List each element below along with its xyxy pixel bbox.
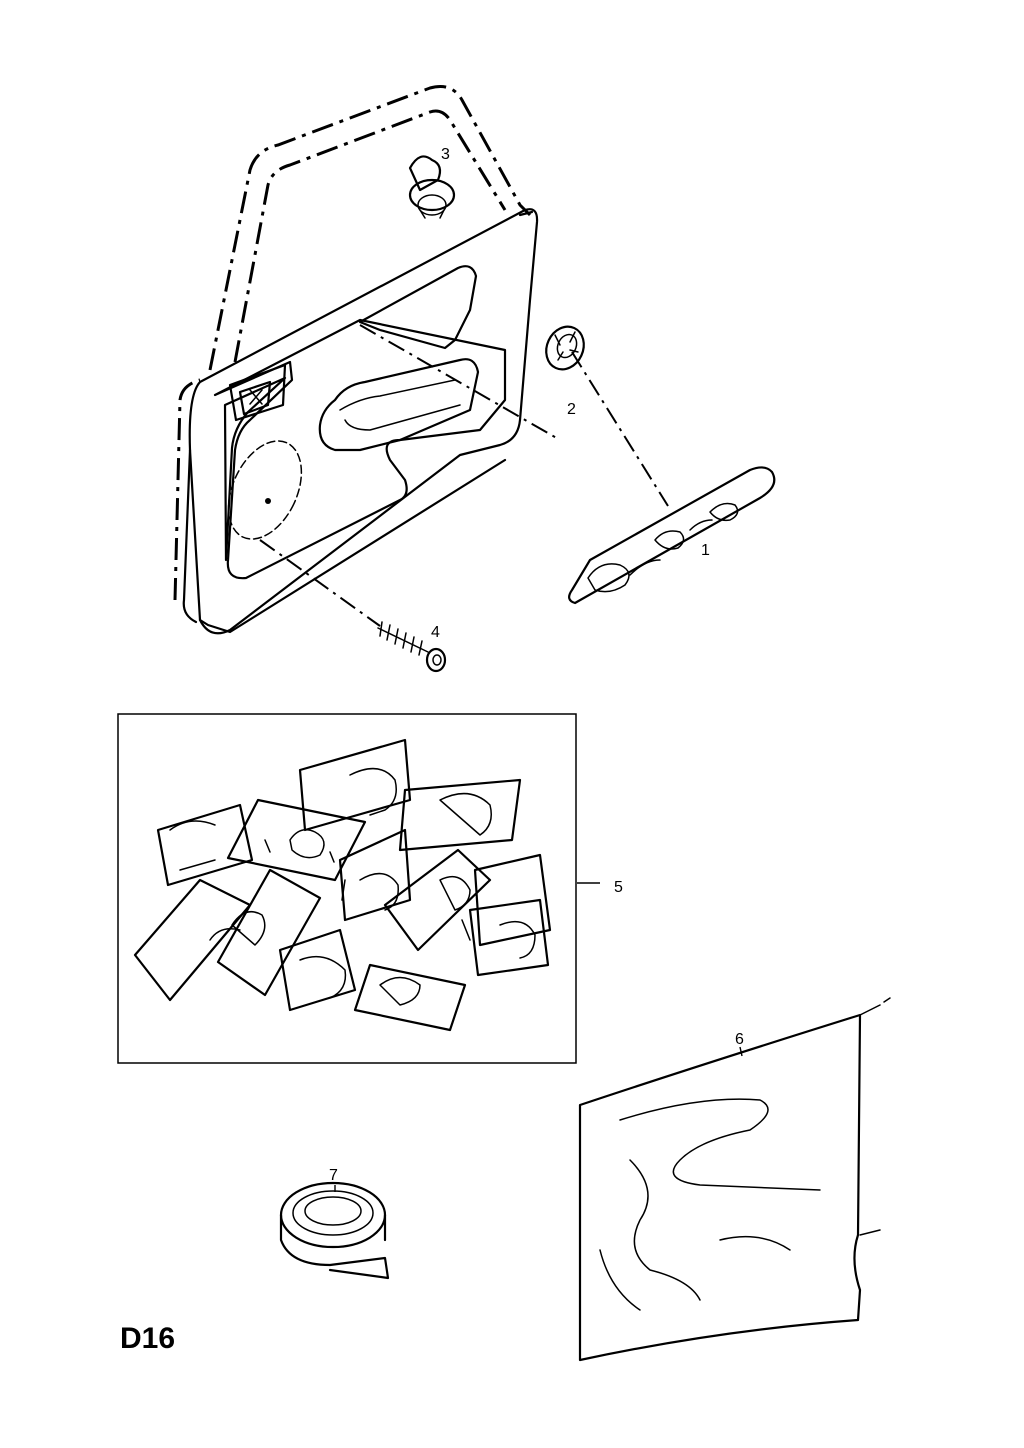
callout-2: 2 [567,401,576,418]
part-4-screw [377,621,447,673]
part-5-clip-set-box [117,713,600,1064]
part-6-moisture-barrier-sheet [578,997,891,1362]
callout-4: 4 [431,624,440,641]
page-code: D16 [120,1322,176,1355]
door-trim-panel [182,208,539,635]
part-2-retainer-washer [545,325,585,371]
callout-3: 3 [441,146,450,163]
part-3-trim-clip [408,155,456,219]
part-1-armrest-pull [568,466,776,605]
part-7-tape-roll [279,1181,390,1280]
leader-lines [259,324,669,627]
callout-1: 1 [701,542,710,559]
callout-6: 6 [735,1031,744,1048]
callout-5: 5 [614,879,623,896]
callout-7: 7 [329,1167,338,1184]
door-frame-outline [173,85,532,601]
